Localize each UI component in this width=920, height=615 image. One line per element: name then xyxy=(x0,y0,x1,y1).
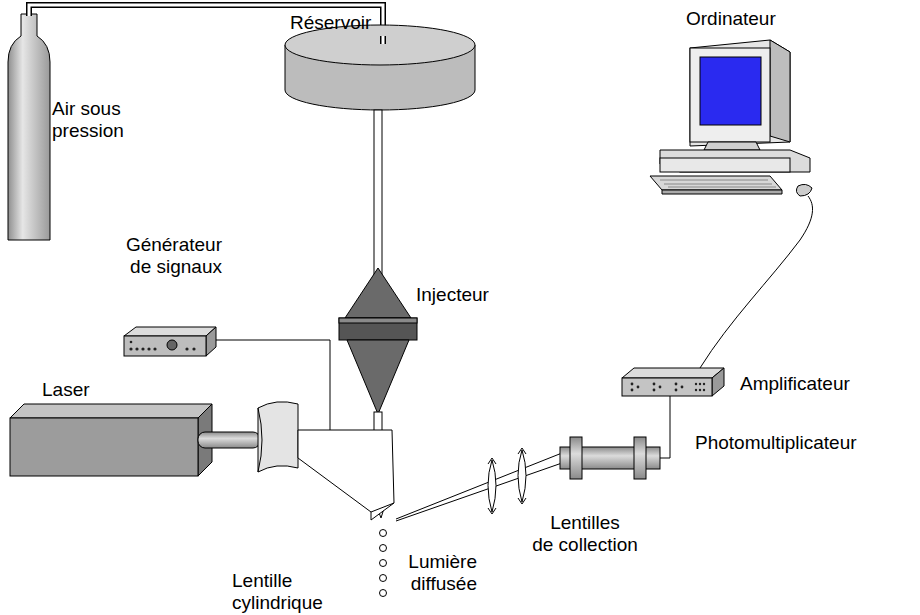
cylindrical-lens xyxy=(258,402,298,472)
feed-tube xyxy=(374,110,382,276)
part-label: Réservoir xyxy=(290,12,371,34)
signal-wire xyxy=(660,390,670,458)
part-label: Injecteur xyxy=(416,284,489,306)
photomultiplier-tube xyxy=(560,437,660,479)
computer xyxy=(650,40,812,196)
signal-generator xyxy=(124,327,216,356)
part-label: Amplificateur xyxy=(740,373,850,395)
part-label: Photomultiplicateur xyxy=(695,432,857,454)
gas-bottle xyxy=(8,14,50,240)
reservoir-tank xyxy=(285,25,475,110)
part-label: Lumière diffusée xyxy=(408,551,477,595)
collection-lenses xyxy=(488,448,526,514)
part-label: Générateur de signaux xyxy=(126,234,222,278)
part-label: Lentilles de collection xyxy=(532,512,638,556)
scattered-light xyxy=(396,453,562,521)
data-cable xyxy=(700,196,813,368)
droplets xyxy=(380,530,387,597)
laser-head xyxy=(10,404,212,476)
laser-beam xyxy=(198,432,260,448)
part-label: Ordinateur xyxy=(686,8,776,30)
part-label: Lentille cylindrique xyxy=(232,570,323,614)
amplifier xyxy=(622,368,724,396)
light-sheet xyxy=(298,430,394,520)
part-label: Air sous pression xyxy=(52,98,124,142)
part-label: Laser xyxy=(42,379,90,401)
